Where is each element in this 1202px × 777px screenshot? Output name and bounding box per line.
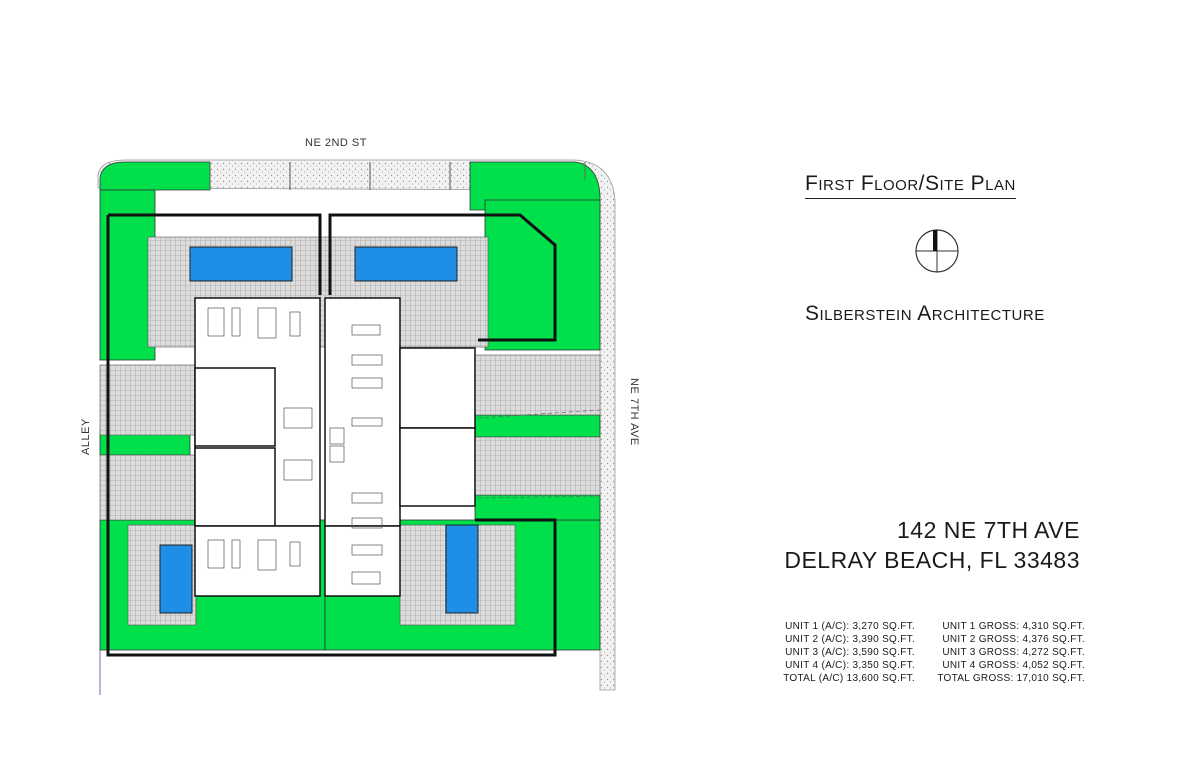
building-unit-3 xyxy=(194,525,321,597)
landscape-mid-strip-1 xyxy=(474,414,601,438)
area-ac-value: UNIT 3 (A/C): 3,590 SQ.FT. xyxy=(785,647,915,658)
street-label-north: NE 2ND ST xyxy=(305,137,367,149)
area-ac-value: UNIT 1 (A/C): 3,270 SQ.FT. xyxy=(785,621,915,632)
garage-unit-3 xyxy=(194,447,276,527)
address-line-2: DELRAY BEACH, FL 33483 xyxy=(784,547,1080,573)
pool-unit-2 xyxy=(354,246,458,282)
pavers-east-drive-2 xyxy=(474,436,601,496)
pool-unit-1 xyxy=(189,246,293,282)
area-schedule: UNIT 1 (A/C): 3,270 SQ.FT. UNIT 1 GROSS: … xyxy=(730,620,1085,685)
area-row: TOTAL (A/C) 13,600 SQ.FT. TOTAL GROSS: 17… xyxy=(730,672,1085,685)
site-plan-drawing xyxy=(97,159,616,695)
street-label-east: NE 7TH AVE xyxy=(628,378,640,446)
area-row: UNIT 1 (A/C): 3,270 SQ.FT. UNIT 1 GROSS: … xyxy=(730,620,1085,633)
pavers-west-drive xyxy=(99,364,196,436)
area-ac-value: UNIT 4 (A/C): 3,350 SQ.FT. xyxy=(785,660,915,671)
firm-name: Silberstein Architecture xyxy=(805,302,1045,325)
pool-unit-3 xyxy=(159,544,193,614)
property-wall xyxy=(106,213,557,657)
area-gross-value: UNIT 1 GROSS: 4,310 SQ.FT. xyxy=(942,621,1085,632)
area-gross-value: UNIT 4 GROSS: 4,052 SQ.FT. xyxy=(942,660,1085,671)
garage-unit-2 xyxy=(399,347,476,429)
project-address: 142 NE 7TH AVE DELRAY BEACH, FL 33483 xyxy=(784,515,1080,575)
drawing-title: First Floor/Site Plan xyxy=(805,172,1016,199)
north-arrow-icon xyxy=(915,229,959,273)
landscape-mid-strip-3 xyxy=(474,494,601,521)
area-gross-value: TOTAL GROSS: 17,010 SQ.FT. xyxy=(937,673,1085,684)
area-gross-value: UNIT 3 GROSS: 4,272 SQ.FT. xyxy=(942,647,1085,658)
building-unit-2 xyxy=(324,297,401,527)
area-row: UNIT 4 (A/C): 3,350 SQ.FT. UNIT 4 GROSS: … xyxy=(730,659,1085,672)
area-row: UNIT 2 (A/C): 3,390 SQ.FT. UNIT 2 GROSS: … xyxy=(730,633,1085,646)
area-row: UNIT 3 (A/C): 3,590 SQ.FT. UNIT 3 GROSS: … xyxy=(730,646,1085,659)
area-ac-value: TOTAL (A/C) 13,600 SQ.FT. xyxy=(783,673,915,684)
street-label-west: ALLEY xyxy=(80,418,92,455)
area-ac-value: UNIT 2 (A/C): 3,390 SQ.FT. xyxy=(785,634,915,645)
landscape-north-west xyxy=(99,161,211,191)
garage-unit-1 xyxy=(194,367,276,447)
pavers-east-drive xyxy=(474,354,601,416)
landscape-east-top xyxy=(484,199,601,351)
pool-unit-4 xyxy=(445,524,479,614)
pavers-west-drive-2 xyxy=(99,454,196,521)
building-unit-4 xyxy=(324,525,401,597)
garage-unit-4 xyxy=(399,427,476,507)
area-gross-value: UNIT 2 GROSS: 4,376 SQ.FT. xyxy=(942,634,1085,645)
address-line-1: 142 NE 7TH AVE xyxy=(897,517,1080,543)
